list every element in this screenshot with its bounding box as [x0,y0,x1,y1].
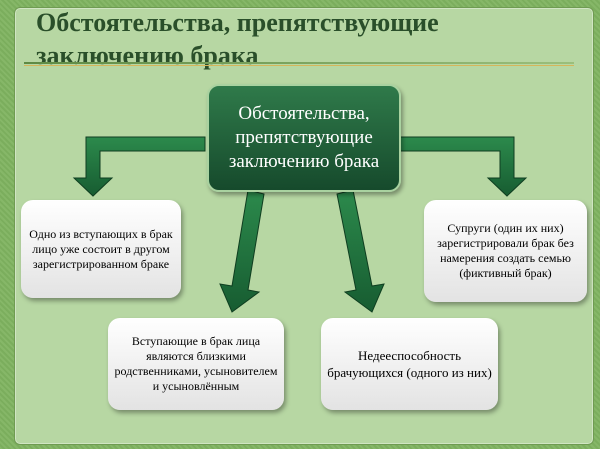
central-topic-text: Обстоятельства, препятствующие заключени… [228,103,380,172]
circumstance-box-existing-marriage: Одно из вступающих в брак лицо уже состо… [21,200,181,298]
circumstance-box-fictitious-marriage: Супруги (один их них) зарегистрировали б… [424,200,587,302]
arrow-down-left [219,189,265,313]
circumstance-text: Супруги (один их них) зарегистрировали б… [437,221,574,280]
title-underline [24,62,574,64]
circumstance-text: Вступающие в брак лица являются близкими… [114,334,278,393]
title-underline-accent [24,65,574,66]
arrow-right-elbow [398,136,528,197]
circumstance-box-incapacity: Недееспособность брачующихся (одного из … [321,318,498,410]
circumstance-text: Недееспособность брачующихся (одного из … [327,348,492,380]
circumstance-text: Одно из вступающих в брак лицо уже состо… [29,226,173,271]
central-topic-box: Обстоятельства, препятствующие заключени… [207,84,401,192]
circumstance-box-close-relatives: Вступающие в брак лица являются близкими… [108,318,284,410]
arrow-down-right [336,189,385,313]
arrow-left-elbow [72,136,206,197]
